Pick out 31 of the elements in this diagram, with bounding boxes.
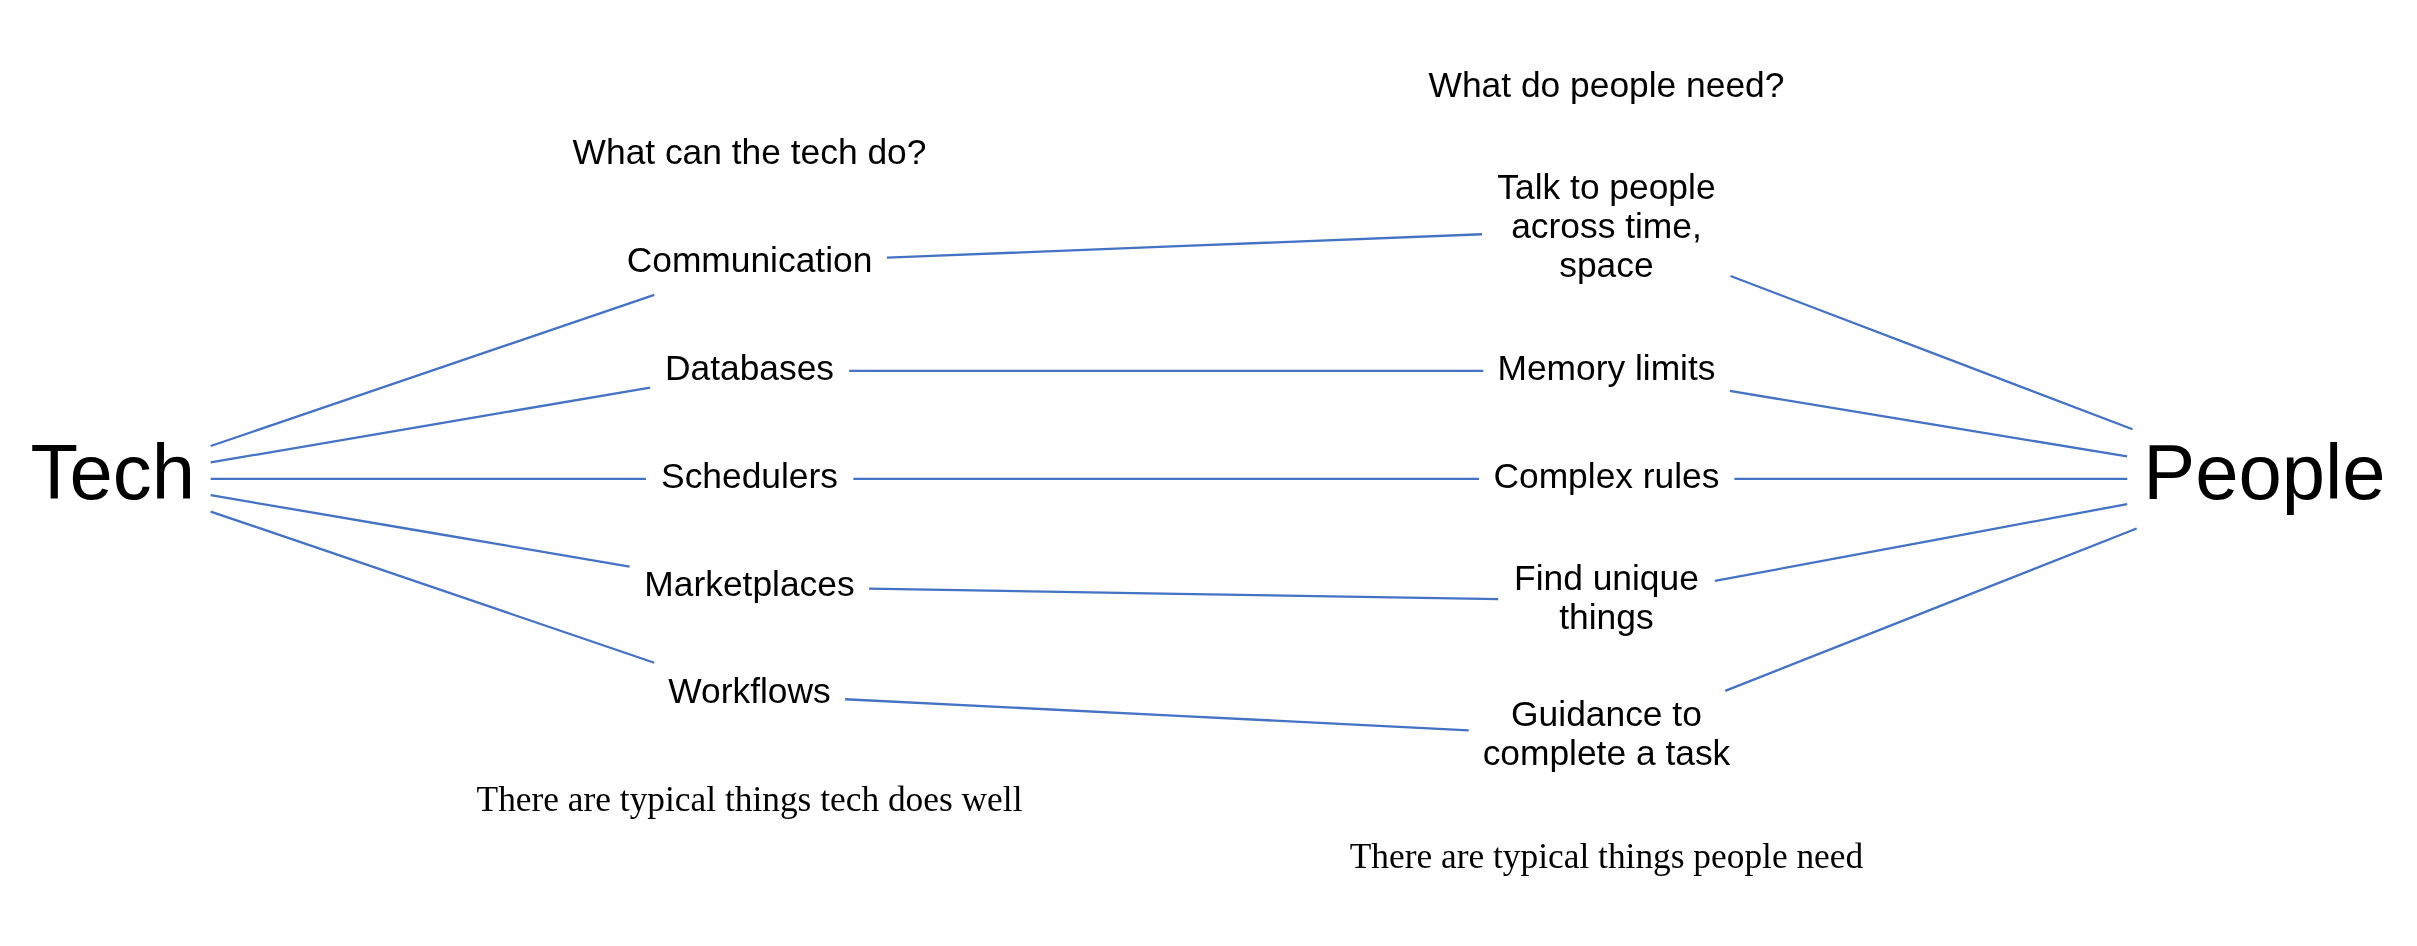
connector [845,697,1469,731]
label: What do people need? [1428,64,1785,104]
node-text: Complex rules [1493,455,1720,495]
node-text: Tech [30,428,195,515]
connector [210,293,655,447]
connector [1734,477,2128,480]
node-text: Memory limits [1497,347,1716,387]
connector [1714,502,2128,582]
node-text: Schedulers [661,455,838,495]
label: There are typical things people need [1349,835,1864,876]
connector [1730,274,2133,430]
connector [853,477,1479,480]
label: There are typical things tech does well [476,778,1023,819]
node-text: People [2143,428,2386,515]
connector [886,232,1483,259]
connector [869,587,1499,600]
node-text: Databases [664,347,835,387]
node-text: Find unique things [1514,557,1699,636]
label: What can the tech do? [572,131,927,171]
node-text: Marketplaces [644,563,855,603]
connector [210,385,651,464]
node-text: Workflows [668,670,831,710]
node-text: Communication [626,239,873,279]
connector [1729,389,2128,458]
node-text: Talk to people across time, space [1497,166,1716,284]
node-text: Guidance to complete a task [1482,693,1731,772]
connector [210,477,646,480]
connector [210,510,655,664]
connector [210,493,630,568]
connector [849,369,1484,372]
connector [1724,526,2138,692]
